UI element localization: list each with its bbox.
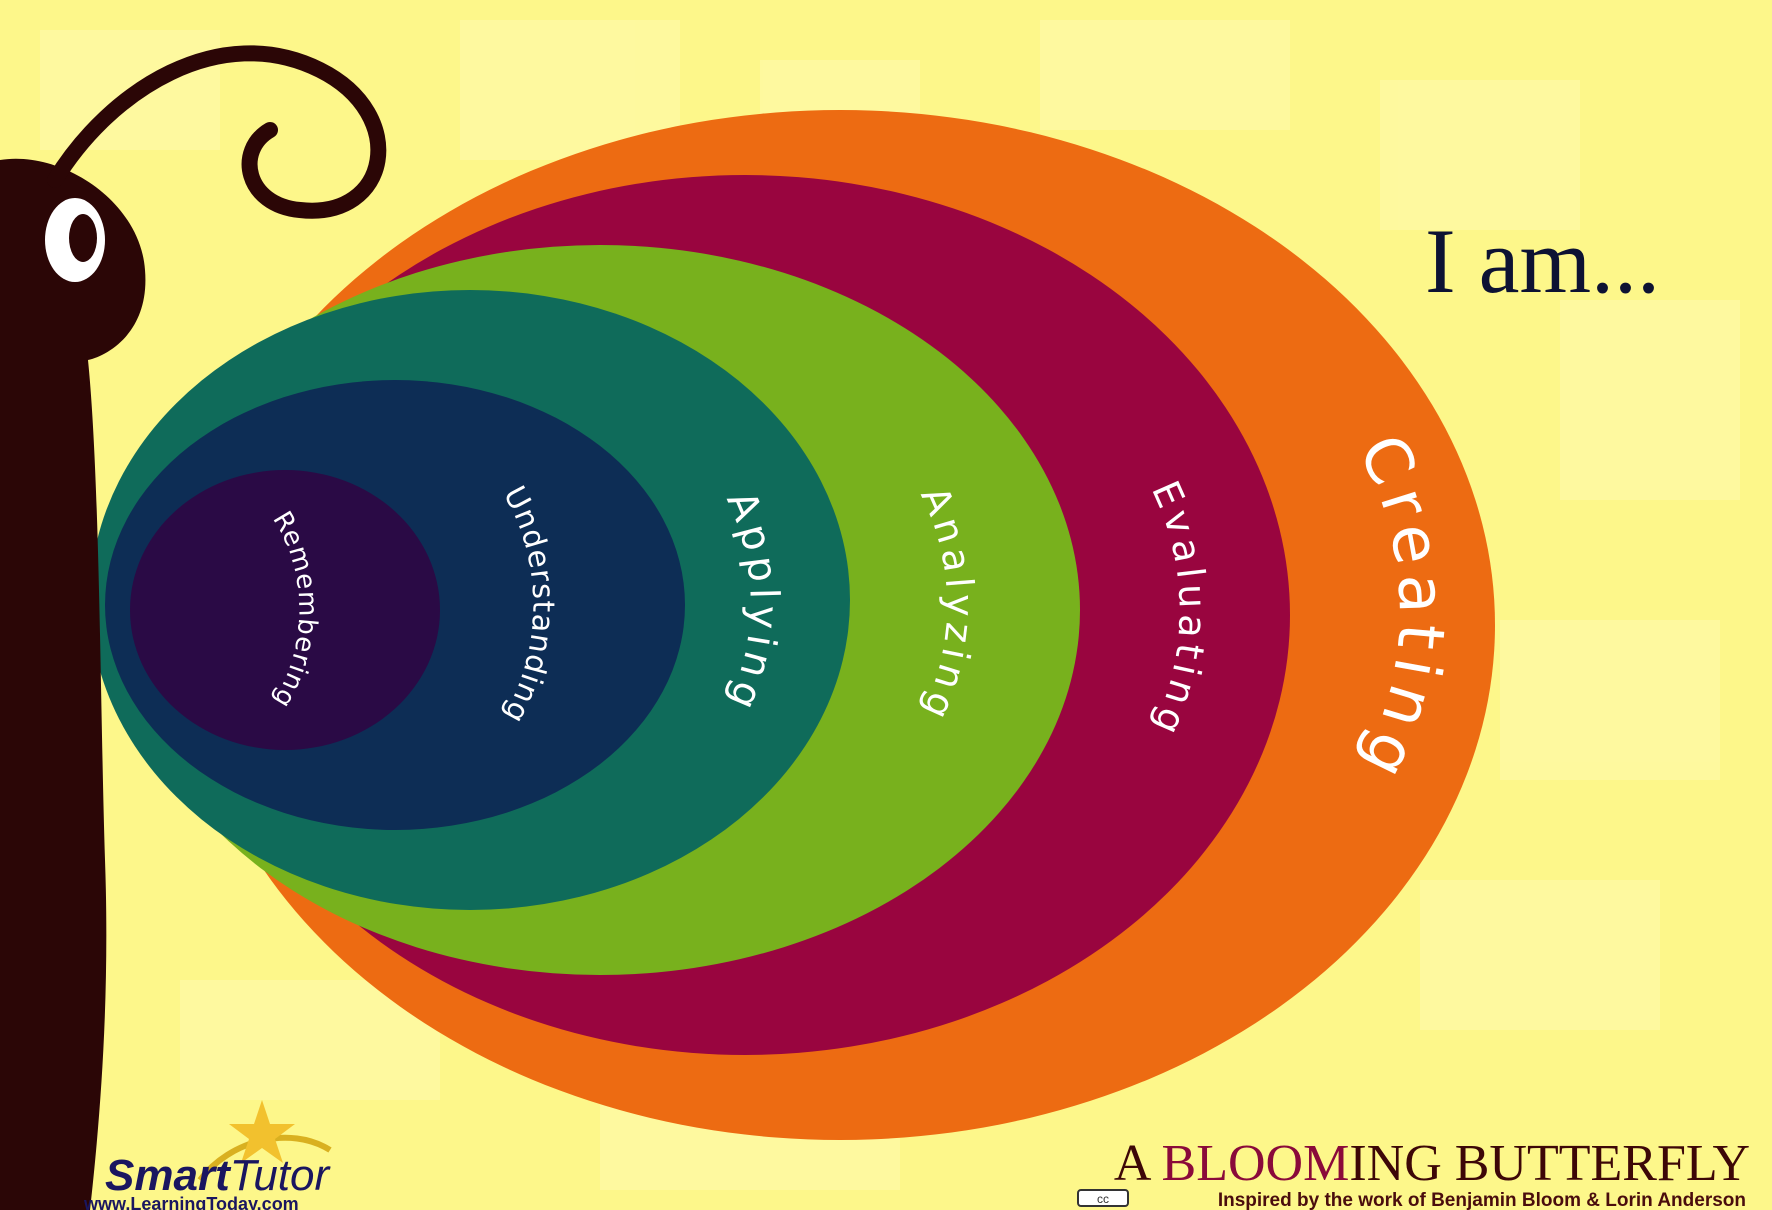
heading-i-am: I am... [1425, 210, 1660, 312]
logo-wordmark: SmartTutor [105, 1151, 331, 1200]
star-icon [229, 1100, 295, 1163]
antenna [47, 45, 387, 219]
eye-pupil [69, 214, 97, 262]
butterfly-body [0, 45, 387, 1210]
title-part-2: BLOOM [1162, 1135, 1350, 1192]
logo-tutor: Tutor [230, 1151, 332, 1200]
title-part-3: ING BUTTERFLY [1349, 1135, 1750, 1192]
license-badge-text: cc [1097, 1192, 1109, 1206]
logo-url: www.LearningToday.com [83, 1194, 299, 1210]
poster-title: A BLOOMING BUTTERFLY [1114, 1135, 1750, 1192]
level-remembering [130, 470, 440, 750]
background-texture [40, 20, 1740, 1190]
credit-line: Inspired by the work of Benjamin Bloom &… [1218, 1190, 1746, 1210]
title-part-1: A [1114, 1135, 1162, 1192]
license-badge: cc [1077, 1189, 1129, 1207]
smarttutor-logo: SmartTutor www.LearningToday.com [83, 1100, 332, 1210]
logo-smart: Smart [105, 1151, 232, 1200]
